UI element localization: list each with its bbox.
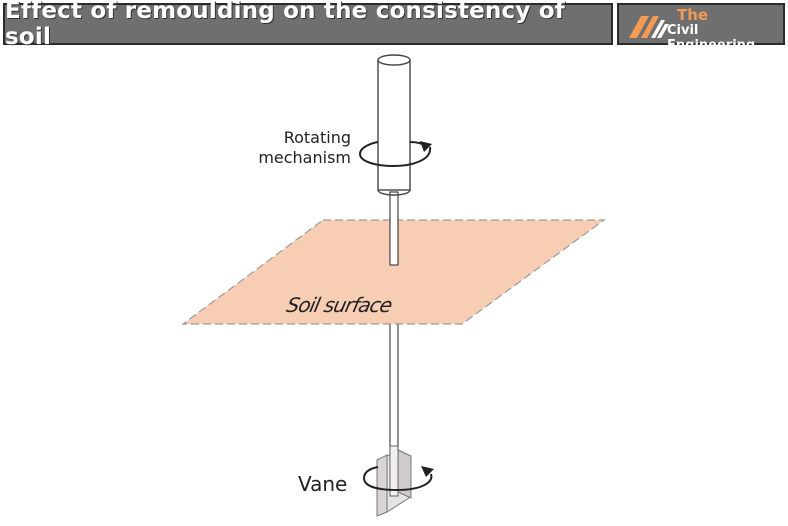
page-title: Effect of remoulding on the consistency … bbox=[5, 0, 565, 50]
rotating-mechanism-cylinder bbox=[377, 54, 411, 196]
rotating-mechanism-label: Rotating mechanism bbox=[248, 128, 351, 168]
logo-text-civil: Civil Engineering bbox=[667, 23, 756, 53]
brand-logo: The Civil Engineering bbox=[617, 3, 785, 53]
rotating-label-line1: Rotating bbox=[283, 128, 351, 147]
rotation-arrow-icon bbox=[358, 141, 432, 168]
rotating-label-line2: mechanism bbox=[258, 148, 351, 167]
soil-surface-label: Soil surface bbox=[284, 293, 394, 317]
vane-shear-diagram: Rotating mechanism Soil surface Vane bbox=[0, 50, 788, 522]
vane-rotation-arrow-icon bbox=[362, 466, 434, 492]
logo-text-the: The bbox=[677, 6, 709, 24]
soil-surface-plane bbox=[181, 219, 606, 325]
vane-blades bbox=[376, 445, 412, 517]
vane-label: Vane bbox=[298, 472, 348, 496]
logo-stripes-icon bbox=[629, 16, 669, 38]
header: Effect of remoulding on the consistency … bbox=[0, 0, 788, 53]
diagram-svg bbox=[181, 54, 606, 517]
title-banner: Effect of remoulding on the consistency … bbox=[3, 0, 613, 50]
rod-upper bbox=[389, 191, 399, 266]
